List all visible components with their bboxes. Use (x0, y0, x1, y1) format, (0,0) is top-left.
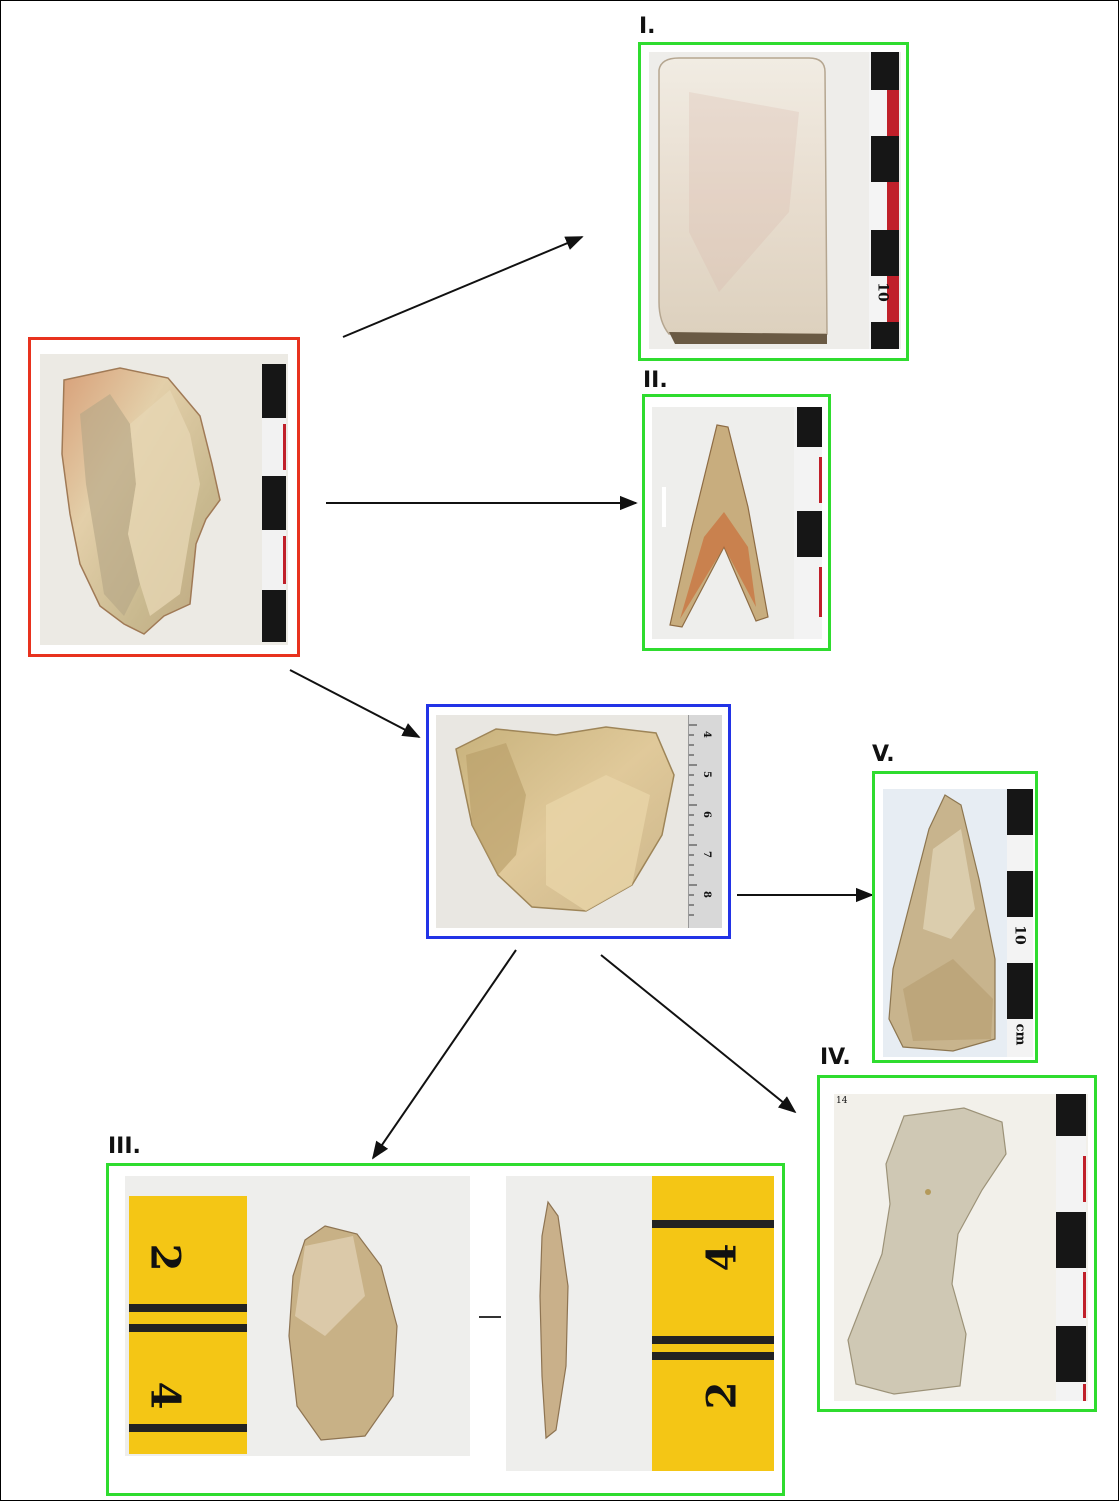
product-v-scale-bar: 10 cm (1007, 789, 1033, 1057)
source-scale-bar (262, 364, 286, 642)
ruler-tick-label: 5 (701, 771, 712, 778)
ruler-number: 4 (698, 1244, 745, 1272)
label-iii: III. (108, 1134, 141, 1159)
flint-core-icon (436, 715, 722, 928)
scale-mark-10: 10 (875, 282, 891, 301)
iii-right-ruler: 4 2 (652, 1176, 774, 1471)
arrow-intermediate-to-iv (601, 955, 795, 1112)
ruler-tick-label: 7 (701, 851, 712, 858)
scale-mark-10: 10 (1012, 925, 1028, 944)
product-ii-box (642, 394, 831, 651)
label-iv: IV. (820, 1045, 851, 1070)
arrow-source-to-intermediate (290, 670, 419, 737)
ruler-tick-label: 4 (701, 731, 712, 738)
polished-axe-icon (649, 52, 901, 349)
product-ii-photo (652, 407, 822, 639)
arrow-intermediate-to-iii (373, 950, 516, 1158)
product-iii-photo-profile: 4 2 (506, 1176, 774, 1471)
raw-flint-nodule-icon (40, 354, 288, 645)
label-ii: II. (643, 368, 668, 393)
product-v-photo: 10 cm (883, 789, 1033, 1057)
arrow-source-to-i (343, 237, 582, 337)
ruler-tick-label: 6 (701, 811, 712, 818)
label-i: I. (639, 14, 656, 39)
scraper-icon (125, 1176, 470, 1456)
scale-unit: cm (1012, 1024, 1027, 1046)
ruler-number: 2 (698, 1382, 745, 1410)
blade-icon (834, 1094, 1088, 1401)
product-iv-photo: 14 (834, 1094, 1088, 1401)
ruler-tick-label: 8 (701, 891, 712, 898)
product-iv-box: 14 (817, 1075, 1097, 1412)
intermediate-photo: 4 5 6 7 8 (436, 715, 722, 928)
product-i-scale-bar: 10 (871, 52, 899, 349)
product-i-box: 10 (638, 42, 909, 361)
intermediate-box: 4 5 6 7 8 (426, 704, 731, 939)
product-ii-scale-bar (797, 407, 822, 639)
product-v-box: 10 cm (872, 771, 1038, 1063)
product-i-photo: 10 (649, 52, 901, 349)
intermediate-ruler: 4 5 6 7 8 (688, 715, 722, 928)
product-iii-box: 2 4 4 2 (106, 1163, 785, 1496)
source-box (28, 337, 300, 657)
source-photo (40, 354, 288, 645)
product-iii-photo-face: 2 4 (125, 1176, 470, 1456)
label-v: V. (872, 742, 895, 767)
view-separator (479, 1316, 501, 1318)
product-iv-scale-bar (1056, 1094, 1086, 1401)
